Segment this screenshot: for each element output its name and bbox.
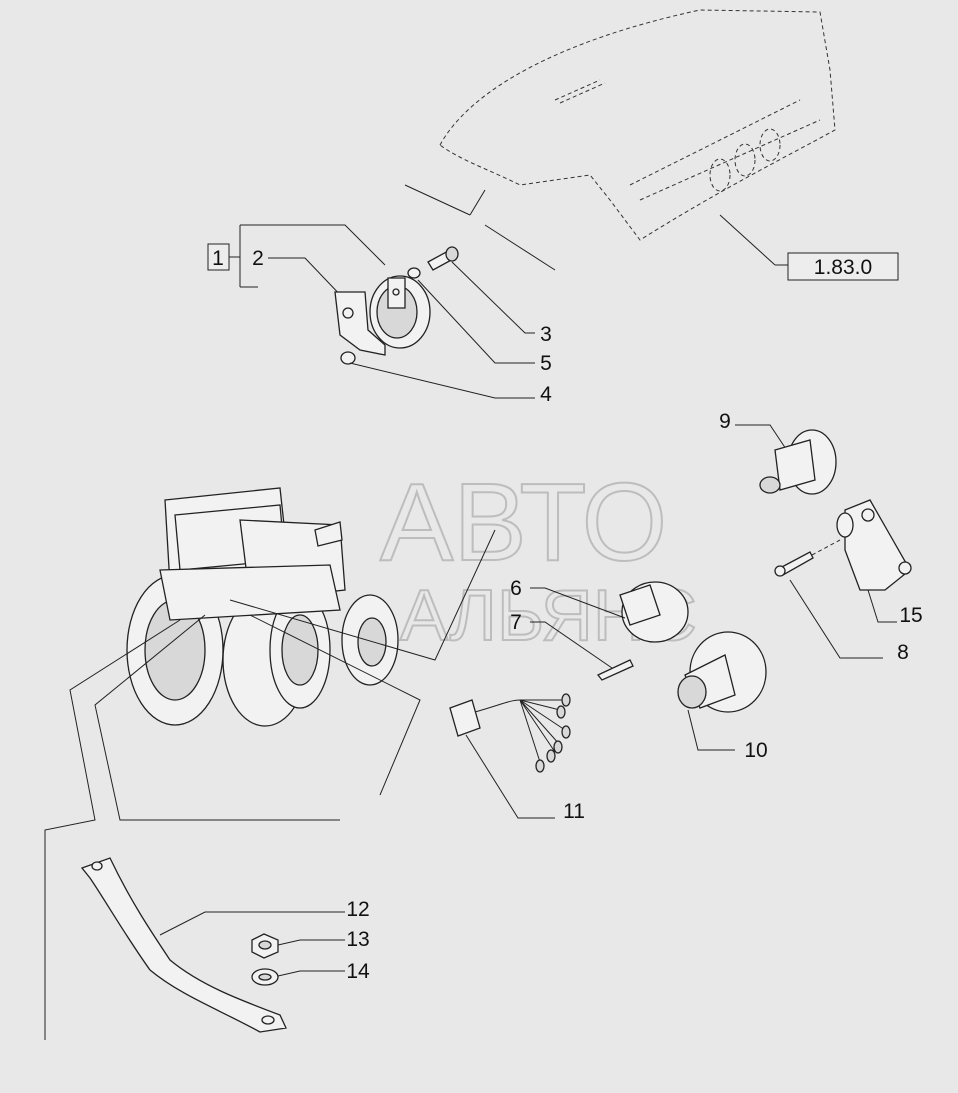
callout-2: 2 (252, 247, 264, 270)
callout-5: 5 (540, 352, 552, 375)
callout-4: 4 (540, 383, 552, 406)
callout-11: 11 (563, 800, 585, 823)
tractor-illustration (44, 487, 496, 1040)
callout-8: 8 (897, 641, 909, 664)
callout-12: 12 (346, 898, 369, 921)
watermark-line1: АВТО (380, 461, 667, 584)
reference-label: 1.83.0 (814, 256, 872, 279)
callout-1: 1 (212, 247, 224, 270)
horn-assembly: 1 2 3 5 4 (207, 224, 552, 406)
callout-7: 7 (510, 611, 522, 634)
callout-13: 13 (346, 928, 369, 951)
reference-box: 1.83.0 (787, 252, 899, 281)
bracket-parts: 15 8 (774, 499, 923, 664)
callout-6: 6 (510, 577, 522, 600)
callout-14: 14 (346, 960, 370, 983)
callout-10: 10 (744, 739, 767, 762)
callout-15: 15 (899, 604, 922, 627)
callout-3: 3 (540, 323, 552, 346)
hood-outline (404, 9, 836, 271)
callout-9: 9 (719, 410, 731, 433)
socket-parts: 9 10 6 7 (510, 410, 837, 762)
connector-harness: 11 (449, 693, 585, 823)
ground-strap-set: 12 13 14 (80, 857, 370, 1033)
